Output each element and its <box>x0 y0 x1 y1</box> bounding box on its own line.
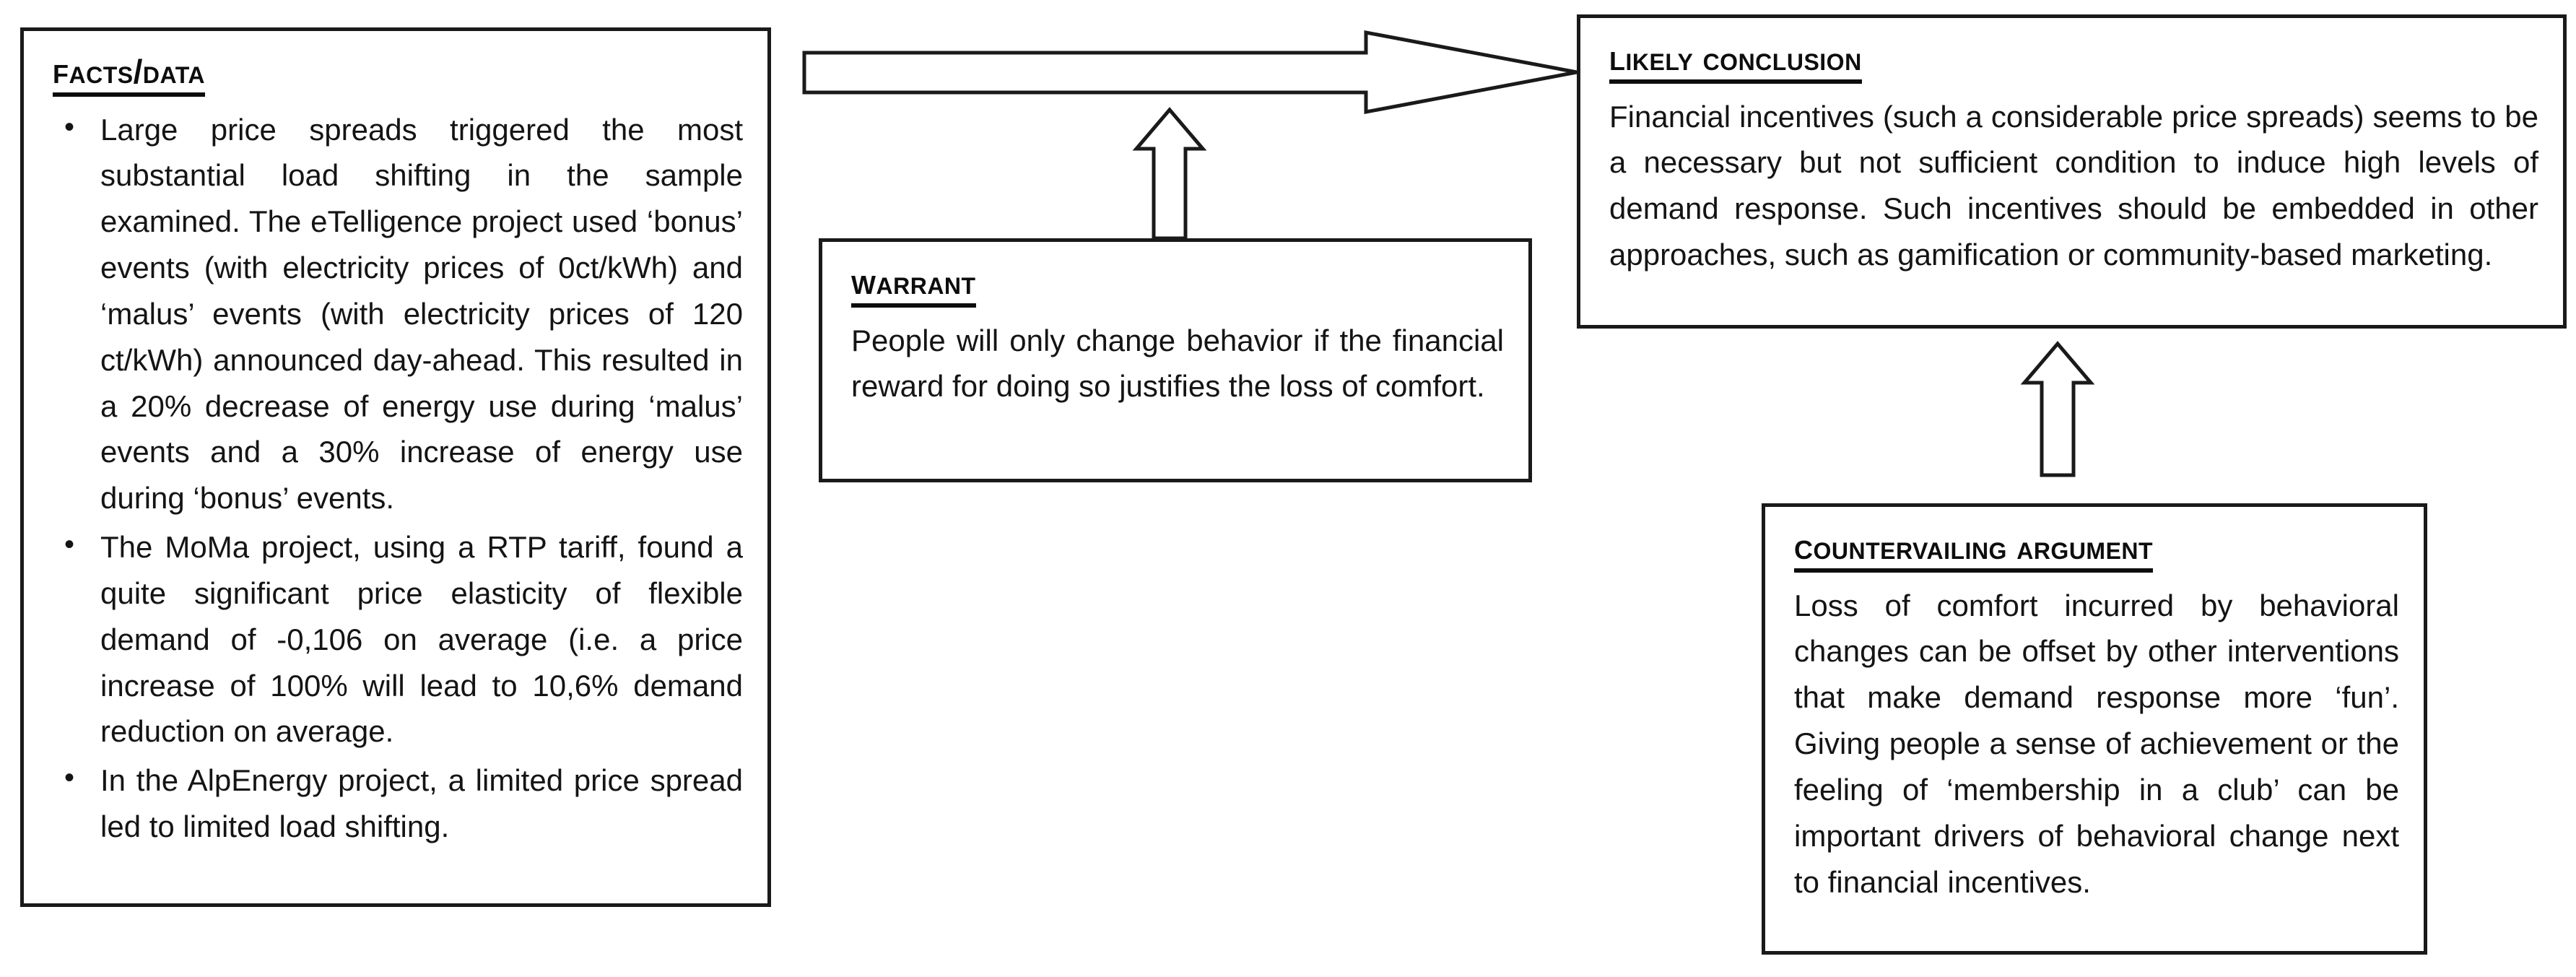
list-item: The MoMa project, using a RTP tariff, fo… <box>53 523 743 755</box>
list-item: In the AlpEnergy project, a limited pric… <box>53 756 743 850</box>
facts-data-bullet-list: Large price spreads triggered the most s… <box>53 105 743 850</box>
warrant-text: People will only change behavior if the … <box>851 323 1504 404</box>
counter-to-conclusion-arrow-icon <box>2020 341 2095 477</box>
countervailing-argument-text: Loss of comfort incurred by behavioral c… <box>1794 588 2399 899</box>
facts-to-conclusion-arrow-icon <box>802 30 1578 115</box>
countervailing-argument-box: Countervailing argument Loss of comfort … <box>1762 503 2427 955</box>
countervailing-argument-title: Countervailing argument <box>1794 527 2154 573</box>
warrant-to-main-arrow-icon <box>1132 107 1207 240</box>
list-item: Large price spreads triggered the most s… <box>53 105 743 521</box>
likely-conclusion-box: Likely Conclusion Financial incentives (… <box>1577 14 2567 329</box>
likely-conclusion-title: Likely Conclusion <box>1609 38 1862 84</box>
facts-data-box: Facts/Data Large price spreads triggered… <box>20 27 771 907</box>
warrant-box: Warrant People will only change behavior… <box>819 238 1532 482</box>
warrant-title: Warrant <box>851 262 976 308</box>
facts-data-title: Facts/Data <box>53 51 206 97</box>
likely-conclusion-text: Financial incentives (such a considerabl… <box>1609 99 2538 272</box>
